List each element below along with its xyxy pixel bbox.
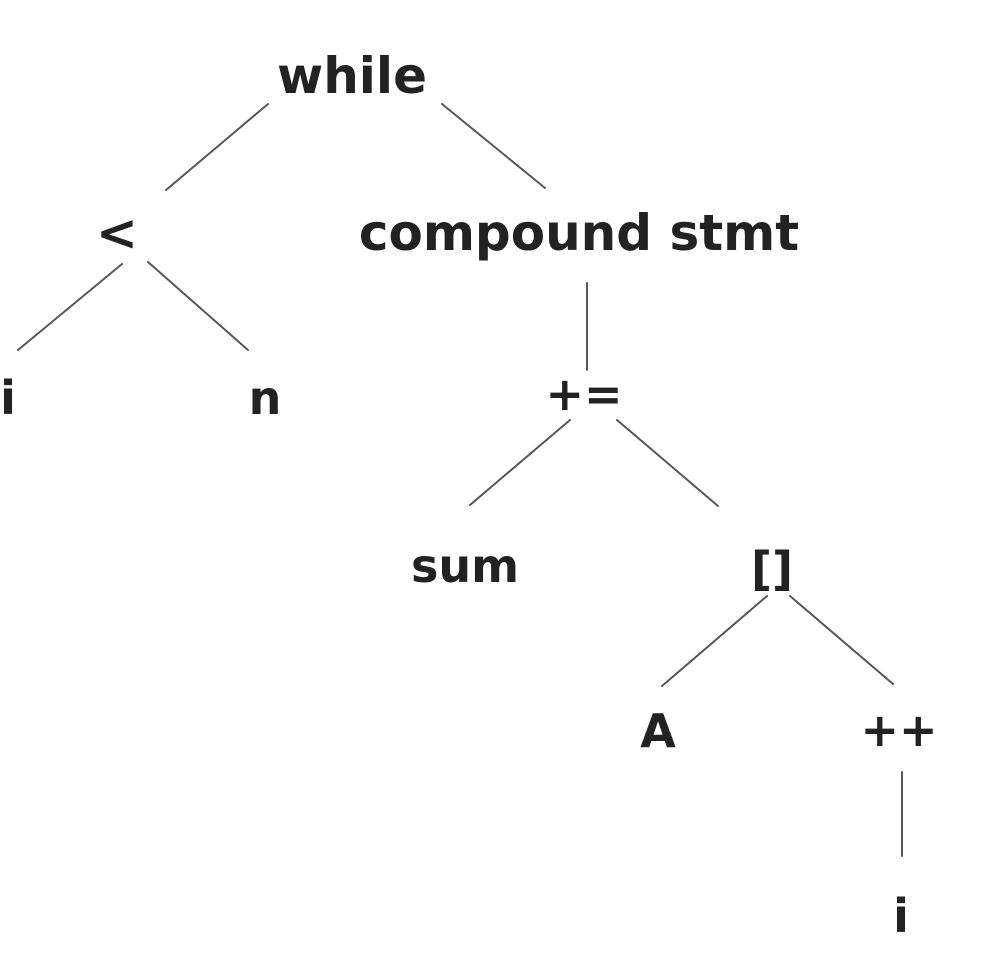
node-compound-stmt: compound stmt [359, 204, 799, 262]
edge-less-than-n [147, 261, 249, 351]
node-while: while [277, 47, 427, 105]
node-i-left: i [0, 371, 16, 425]
node-less-than: < [96, 204, 138, 262]
node-n: n [249, 371, 282, 425]
node-subscript: [] [751, 542, 793, 596]
node-i-bottom: i [893, 889, 909, 943]
edge-while-compound-stmt [441, 103, 546, 189]
edge-plus-assign-subscript [616, 419, 719, 507]
tree-nodes: while < compound stmt i n += sum [] A ++… [0, 47, 937, 943]
edge-plus-assign-sum [469, 419, 571, 506]
tree-edges [17, 103, 903, 857]
node-plus-assign: += [545, 367, 622, 421]
node-sum: sum [411, 539, 519, 593]
edge-while-less-than [165, 103, 269, 191]
edge-subscript-a [661, 595, 768, 687]
edge-subscript-increment [789, 595, 894, 685]
node-increment: ++ [860, 703, 937, 757]
edge-less-than-i [17, 263, 123, 351]
node-a: A [640, 704, 676, 758]
